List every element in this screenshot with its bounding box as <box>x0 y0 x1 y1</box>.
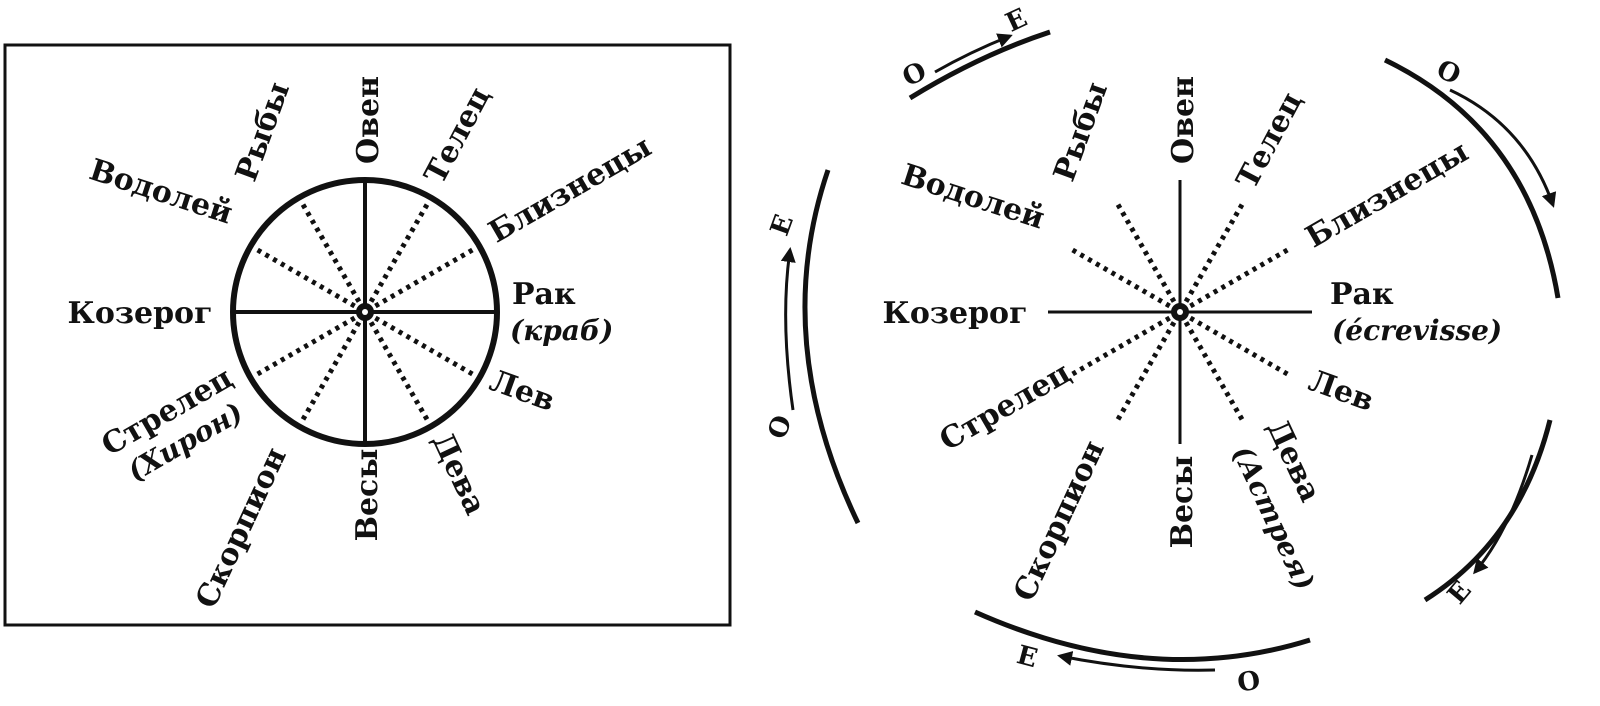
label-virgo: Дева <box>425 428 493 521</box>
label-sagittarius: Стрелец <box>934 355 1077 458</box>
dotted-spoke <box>368 321 432 425</box>
diagram-left-frame <box>3 43 732 627</box>
arc-top-right-west-letter: О <box>1432 54 1465 91</box>
label-aries: Овен <box>1166 76 1201 164</box>
label-aquarius: Водолей <box>85 152 236 231</box>
arc-top-left-east-letter: Е <box>1001 3 1032 39</box>
dotted-spoke <box>1113 321 1177 425</box>
label-libra: Весы <box>350 449 385 542</box>
label-taurus: Телец <box>1230 86 1310 194</box>
dotted-spoke <box>1113 199 1177 303</box>
dotted-spoke <box>374 245 478 309</box>
label-cancer-note: (écrevisse) <box>1332 314 1502 347</box>
dotted-spoke <box>1189 245 1293 309</box>
diagram-left: Овен Рыбы Телец Близнецы Водолей Козерог… <box>3 43 732 627</box>
label-gemini: Близнецы <box>1300 134 1475 255</box>
label-cancer: Рак <box>1330 277 1394 312</box>
dotted-spoke <box>298 199 362 303</box>
arc-bottom-right: Е <box>1423 419 1553 610</box>
arc-bottom-west-letter: О <box>1236 666 1263 699</box>
dotted-spoke <box>374 315 478 379</box>
label-scorpio: Скорпион <box>189 442 294 613</box>
arc-bottom-right-east-letter: Е <box>1442 576 1478 610</box>
dotted-spoke <box>1067 245 1171 309</box>
dotted-spokes <box>252 199 478 425</box>
arc-bottom: Е О <box>973 609 1311 699</box>
dotted-spoke <box>1067 315 1171 379</box>
dotted-spoke <box>368 199 432 303</box>
arc-left-west-letter: О <box>763 411 799 443</box>
arc-top-left: О Е <box>898 3 1051 101</box>
label-libra: Весы <box>1165 456 1200 549</box>
dotted-spoke <box>1189 315 1293 379</box>
dotted-spoke <box>1183 199 1247 303</box>
label-capricorn: Козерог <box>883 296 1028 331</box>
diagram-right: Овен Рыбы Телец Близнецы Водолей Козерог… <box>763 3 1561 699</box>
arc-left: Е О <box>763 169 861 525</box>
dotted-spokes <box>1067 199 1293 425</box>
label-scorpio: Скорпион <box>1007 435 1112 606</box>
label-leo: Лев <box>485 363 559 419</box>
wheel-hub-center <box>362 309 368 315</box>
label-cancer-note: (краб) <box>510 314 613 347</box>
label-leo: Лев <box>1304 363 1378 419</box>
label-cancer: Рак <box>512 277 576 312</box>
label-pisces: Рыбы <box>229 78 297 186</box>
arc-left-east-letter: Е <box>765 211 800 240</box>
label-gemini: Близнецы <box>483 129 658 250</box>
dotted-spoke <box>298 321 362 425</box>
label-pisces: Рыбы <box>1047 78 1115 186</box>
dotted-spoke <box>1183 321 1247 425</box>
label-aquarius: Водолей <box>897 157 1048 236</box>
label-capricorn: Козерог <box>68 296 213 331</box>
wheel-hub-center <box>1177 309 1183 315</box>
dotted-spoke <box>252 315 356 379</box>
label-aries: Овен <box>351 76 386 164</box>
label-taurus: Телец <box>418 81 498 189</box>
arc-bottom-east-letter: Е <box>1014 640 1041 674</box>
dotted-spoke <box>252 245 356 309</box>
